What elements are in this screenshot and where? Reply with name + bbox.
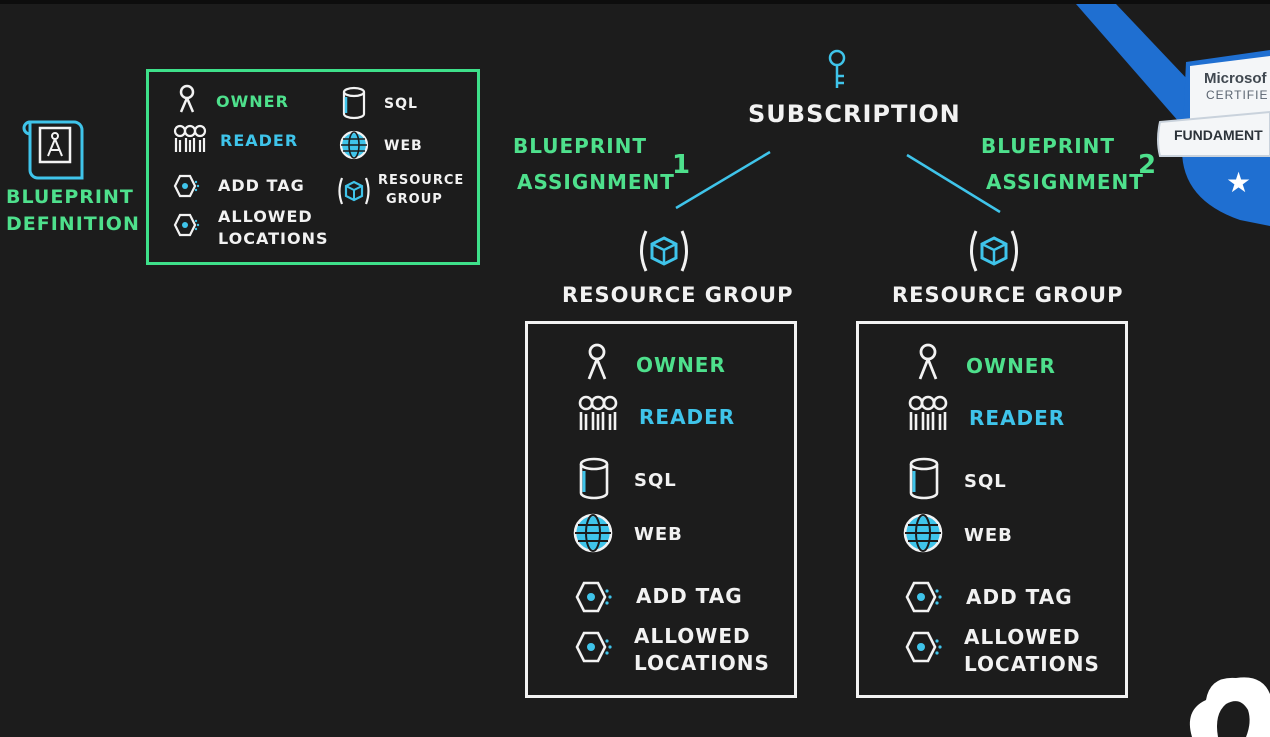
rg1-sql-icon [579,457,609,500]
def-add-tag-label: ADD TAG [218,176,305,195]
assignment-1-line1: BLUEPRINT [513,134,648,158]
rg1-sql-label: SQL [634,470,677,491]
def-rg-line2: GROUP [386,192,443,207]
policy-add-tag-icon [173,174,200,198]
rg1-allowed-line2: LOCATIONS [634,651,770,675]
rg1-allowed-line1: ALLOWED [634,624,751,648]
rg2-web-icon [903,513,943,553]
blueprint-definition-label-line1: BLUEPRINT [6,186,134,208]
rg2-web-label: WEB [964,525,1013,546]
rg1-add-tag-label: ADD TAG [636,584,743,608]
resource-group-2-box [856,321,1128,698]
rg2-reader-label: READER [969,406,1066,430]
resource-group-icon [338,177,370,205]
assignment-2-line1: BLUEPRINT [981,134,1116,158]
def-rg-line1: RESOURCE [378,173,465,188]
resource-group-2-title: RESOURCE GROUP [892,283,1124,307]
rg1-owner-label: OWNER [636,353,726,377]
resource-group-2-icon [970,230,1018,272]
assignment-2-number: 2 [1138,150,1158,180]
resource-group-1-box [525,321,797,698]
rg1-web-icon [573,513,613,553]
rg1-owner-icon [587,343,607,380]
rg2-allowed-line2: LOCATIONS [964,652,1100,676]
certification-badge-shield [1157,50,1270,226]
rg2-owner-icon [918,343,938,380]
rg1-reader-label: READER [639,405,736,429]
assignment-1-line2: ASSIGNMENT [517,170,675,194]
blueprint-scroll-icon [22,120,84,180]
web-globe-icon [339,130,369,160]
rg2-owner-label: OWNER [966,354,1056,378]
rg1-add-tag-icon [575,581,612,613]
rg2-add-tag-icon [905,581,942,613]
reader-group-icon [173,124,207,152]
rg1-web-label: WEB [634,524,683,545]
def-allowed-line1: ALLOWED [218,207,313,226]
badge-certified-label: CERTIFIE [1206,88,1269,102]
rg2-allowed-line1: ALLOWED [964,625,1081,649]
assignment-1-number: 1 [672,150,692,180]
def-sql-label: SQL [384,96,418,112]
sql-database-icon [342,86,366,120]
blueprint-definition-label-line2: DEFINITION [6,213,140,235]
top-strip [0,0,1270,4]
def-reader-label: READER [220,131,299,150]
presenter-avatar-icon [1189,677,1270,737]
subscription-label: SUBSCRIPTION [748,100,961,128]
def-allowed-line2: LOCATIONS [218,229,329,248]
def-web-label: WEB [384,138,423,154]
rg2-sql-label: SQL [964,471,1007,492]
rg2-sql-icon [909,457,939,500]
owner-icon [179,84,195,113]
rg1-reader-icon [578,395,618,430]
resource-group-1-title: RESOURCE GROUP [562,283,794,307]
rg2-add-tag-label: ADD TAG [966,585,1073,609]
blueprint-definition-box [146,69,480,265]
badge-microsoft-label: Microsof [1204,70,1267,87]
subscription-key-icon [828,49,846,88]
assignment-2-line2: ASSIGNMENT [986,170,1144,194]
policy-allowed-locations-icon [173,213,200,237]
rg2-allowed-locations-icon [905,631,942,663]
rg1-allowed-locations-icon [575,631,612,663]
def-owner-label: OWNER [216,92,289,111]
resource-group-1-icon [640,230,688,272]
rg2-reader-icon [908,395,948,430]
badge-fundamentals-label: FUNDAMENT [1174,127,1263,143]
badge-star-icon: ★ [1226,167,1252,198]
